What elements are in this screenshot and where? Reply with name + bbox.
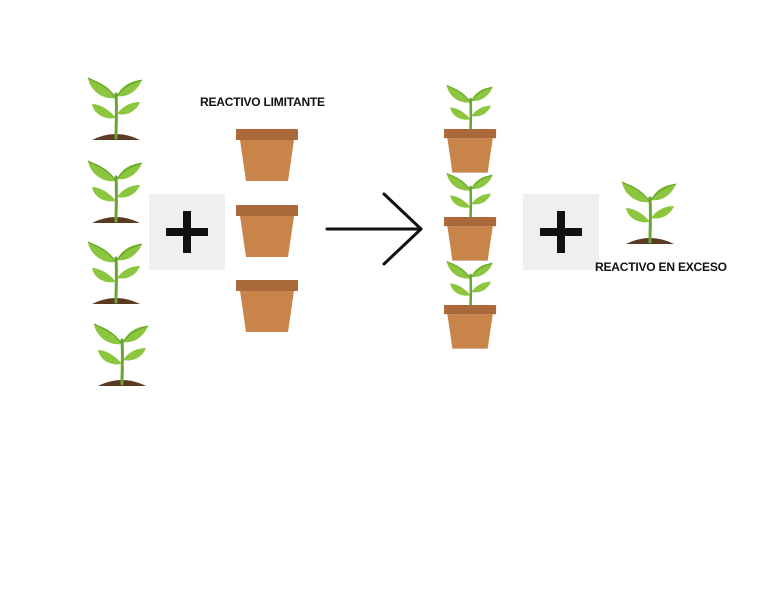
reaction-arrow-icon <box>325 192 423 266</box>
plant-icon <box>86 76 144 142</box>
flower-pot-icon <box>236 205 298 257</box>
plus-icon <box>166 211 208 253</box>
plus-sign <box>149 194 225 270</box>
plus-sign <box>523 194 599 270</box>
plant-icon <box>86 240 144 306</box>
potted-plant-icon <box>444 84 497 173</box>
potted-plant-icon <box>444 172 497 261</box>
limiting-reagent-label: REACTIVO LIMITANTE <box>200 95 325 109</box>
plant-icon <box>92 322 150 388</box>
flower-pot-icon <box>236 280 298 332</box>
plant-icon <box>620 180 678 246</box>
plant-icon <box>86 159 144 225</box>
plus-icon <box>540 211 582 253</box>
potted-plant-icon <box>444 260 497 349</box>
flower-pot-icon <box>236 129 298 181</box>
excess-reagent-label: REACTIVO EN EXCESO <box>595 260 727 274</box>
